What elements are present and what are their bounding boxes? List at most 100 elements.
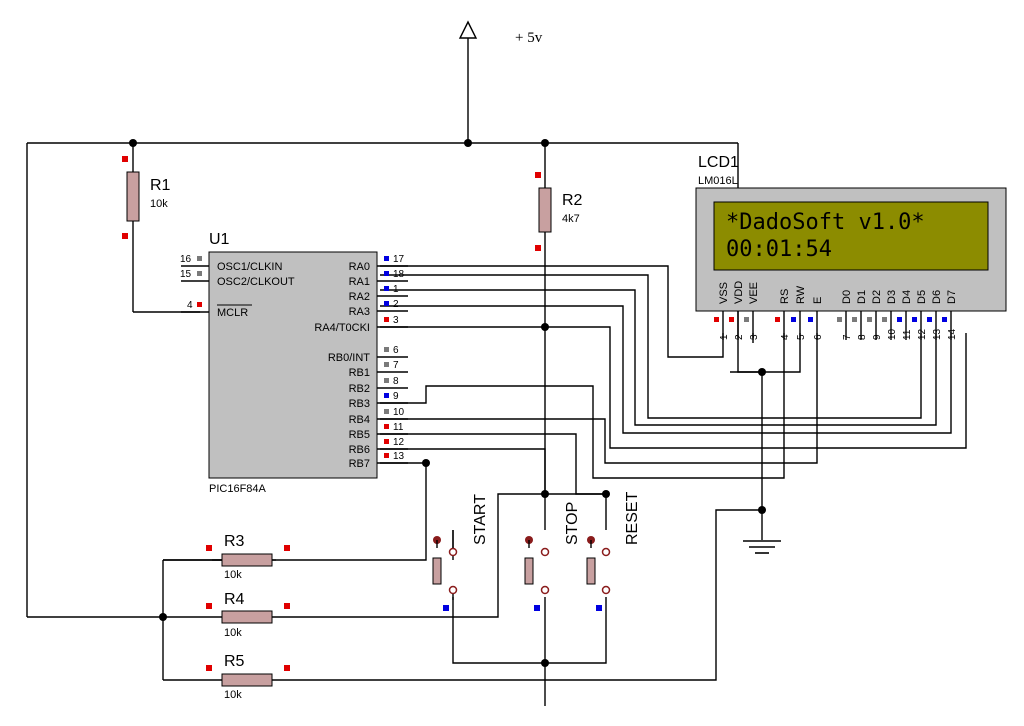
- u1-pin-num: 12: [393, 437, 405, 448]
- u1-pin-num: 1: [393, 284, 399, 295]
- u1-pin-num: 3: [393, 315, 399, 326]
- button-stop[interactable]: STOP: [524, 502, 581, 611]
- u1-pin-num: 17: [393, 254, 405, 265]
- lcd-pin-num: 6: [813, 334, 824, 340]
- stop-label: STOP: [564, 502, 581, 545]
- u1-pin-label: RA1: [349, 276, 370, 288]
- lcd-pin-num: 10: [887, 328, 898, 340]
- lcd-pin-label: RW: [795, 285, 807, 304]
- r3-ref: R3: [224, 533, 245, 550]
- lcd-pin-marker: [852, 317, 857, 322]
- lcd-pin-marker: [808, 317, 813, 322]
- u1-ref: U1: [209, 231, 230, 248]
- microcontroller-u1: U1 PIC16F84A 16 15 4 OSC1/CLKIN OSC2/CLK…: [180, 231, 408, 495]
- lcd-pin-marker: [882, 317, 887, 322]
- u1-pin-num: 7: [393, 360, 399, 371]
- lcd-pin-label: D0: [841, 290, 853, 304]
- lcd-pin-marker: [791, 317, 796, 322]
- u1-pin-num: 15: [180, 269, 192, 280]
- lcd-pin-marker: [912, 317, 917, 322]
- u1-pin-num: 16: [180, 254, 192, 265]
- resistor-r5: R5 10k: [206, 653, 290, 701]
- u1-pin-num: 9: [393, 391, 399, 402]
- lcd-pin-num: 4: [780, 334, 791, 340]
- u1-pin-label: RB5: [349, 429, 370, 441]
- lcd-pin-label: D1: [856, 290, 868, 304]
- r4-ref: R4: [224, 591, 245, 608]
- resistor-r1: R1 10k: [122, 156, 171, 239]
- lcd-pin-marker: [744, 317, 749, 322]
- lcd-pin-marker: [867, 317, 872, 322]
- u1-pin-label: RA0: [349, 261, 370, 273]
- lcd-pin-label: D5: [916, 290, 928, 304]
- lcd-pin-num: 8: [857, 334, 868, 340]
- u1-pin-label: RA3: [349, 306, 370, 318]
- lcd-pin-marker: [927, 317, 932, 322]
- reset-label: RESET: [624, 491, 641, 545]
- lcd-pin-marker: [942, 317, 947, 322]
- lcd-pin-label: VSS: [718, 282, 730, 304]
- lcd-pin-marker: [714, 317, 719, 322]
- lcd-pin-label: D6: [931, 290, 943, 304]
- lcd-pin-label: VDD: [733, 281, 745, 304]
- start-label: START: [472, 494, 489, 545]
- resistor-r4: R4 10k: [206, 591, 290, 639]
- lcd-pin-label: D7: [946, 290, 958, 304]
- u1-pin-label: RA4/T0CKI: [314, 322, 370, 334]
- lcd-module: LCD1 LM016L *DadoSoft v1.0* 00:01:54 VSS…: [695, 154, 1007, 340]
- button-reset[interactable]: RESET: [586, 491, 641, 611]
- lcd-pin-marker: [775, 317, 780, 322]
- u1-pin-label: OSC1/CLKIN: [217, 261, 282, 273]
- r5-value: 10k: [224, 689, 242, 701]
- resistor-r2: R2 4k7: [535, 172, 583, 251]
- u1-pin-num: 11: [393, 422, 404, 433]
- lcd-pin-label: D2: [871, 290, 883, 304]
- lcd-pin-num: 7: [842, 334, 853, 340]
- supply-label: + 5v: [515, 30, 543, 46]
- u1-pin-label: RB7: [349, 458, 370, 470]
- r1-ref: R1: [150, 177, 171, 194]
- lcd-pin-num: 5: [796, 334, 807, 340]
- u1-pin-label: MCLR: [217, 307, 248, 319]
- u1-pin-num: 2: [393, 299, 399, 310]
- r1-value: 10k: [150, 198, 168, 210]
- u1-pin-label: RB6: [349, 444, 370, 456]
- u1-pin-num: 13: [393, 451, 405, 462]
- u1-right-pins: 17 18 1 2 3 6 7 8 9 10 11 12 13 RA0 RA1 …: [314, 254, 408, 470]
- lcd-pin-marker: [837, 317, 842, 322]
- lcd-pins: VSS1VDD2VEE3RS4RW5E6D07D18D29D310D411D51…: [714, 281, 958, 340]
- lcd-screen: [713, 201, 989, 271]
- lcd-pin-num: 11: [902, 329, 913, 340]
- u1-pin-label: RB1: [349, 367, 370, 379]
- lcd-pin-num: 12: [917, 328, 928, 340]
- u1-pin-num: 18: [393, 269, 405, 280]
- lcd-line-1: *DadoSoft v1.0*: [726, 210, 925, 235]
- junction-dots: [129, 139, 766, 667]
- lcd-pin-num: 9: [872, 334, 883, 340]
- button-start[interactable]: START: [432, 494, 489, 611]
- ground-symbol: [743, 540, 781, 554]
- lcd-pin-num: 2: [734, 334, 745, 340]
- u1-part: PIC16F84A: [209, 483, 267, 495]
- lcd-pin-num: 1: [719, 334, 730, 340]
- lcd-ref: LCD1: [698, 154, 739, 171]
- lcd-pin-label: E: [812, 297, 824, 304]
- u1-pin-label: RA2: [349, 291, 370, 303]
- u1-pin-label: RB2: [349, 383, 370, 395]
- lcd-pin-num: 14: [947, 328, 958, 340]
- lcd-pin-num: 13: [932, 328, 943, 340]
- lcd-pin-marker: [729, 317, 734, 322]
- lcd-part: LM016L: [698, 175, 738, 187]
- lcd-pin-num: 3: [749, 334, 760, 340]
- u1-pin-label: RB3: [349, 398, 370, 410]
- r2-ref: R2: [562, 192, 583, 209]
- r5-ref: R5: [224, 653, 245, 670]
- lcd-line-2: 00:01:54: [726, 237, 832, 262]
- u1-pin-num: 4: [187, 300, 193, 311]
- lcd-pin-label: VEE: [748, 282, 760, 304]
- resistor-r3: R3 10k: [206, 533, 290, 581]
- u1-pin-num: 6: [393, 345, 399, 356]
- lcd-pin-label: RS: [779, 289, 791, 304]
- r2-value: 4k7: [562, 213, 580, 225]
